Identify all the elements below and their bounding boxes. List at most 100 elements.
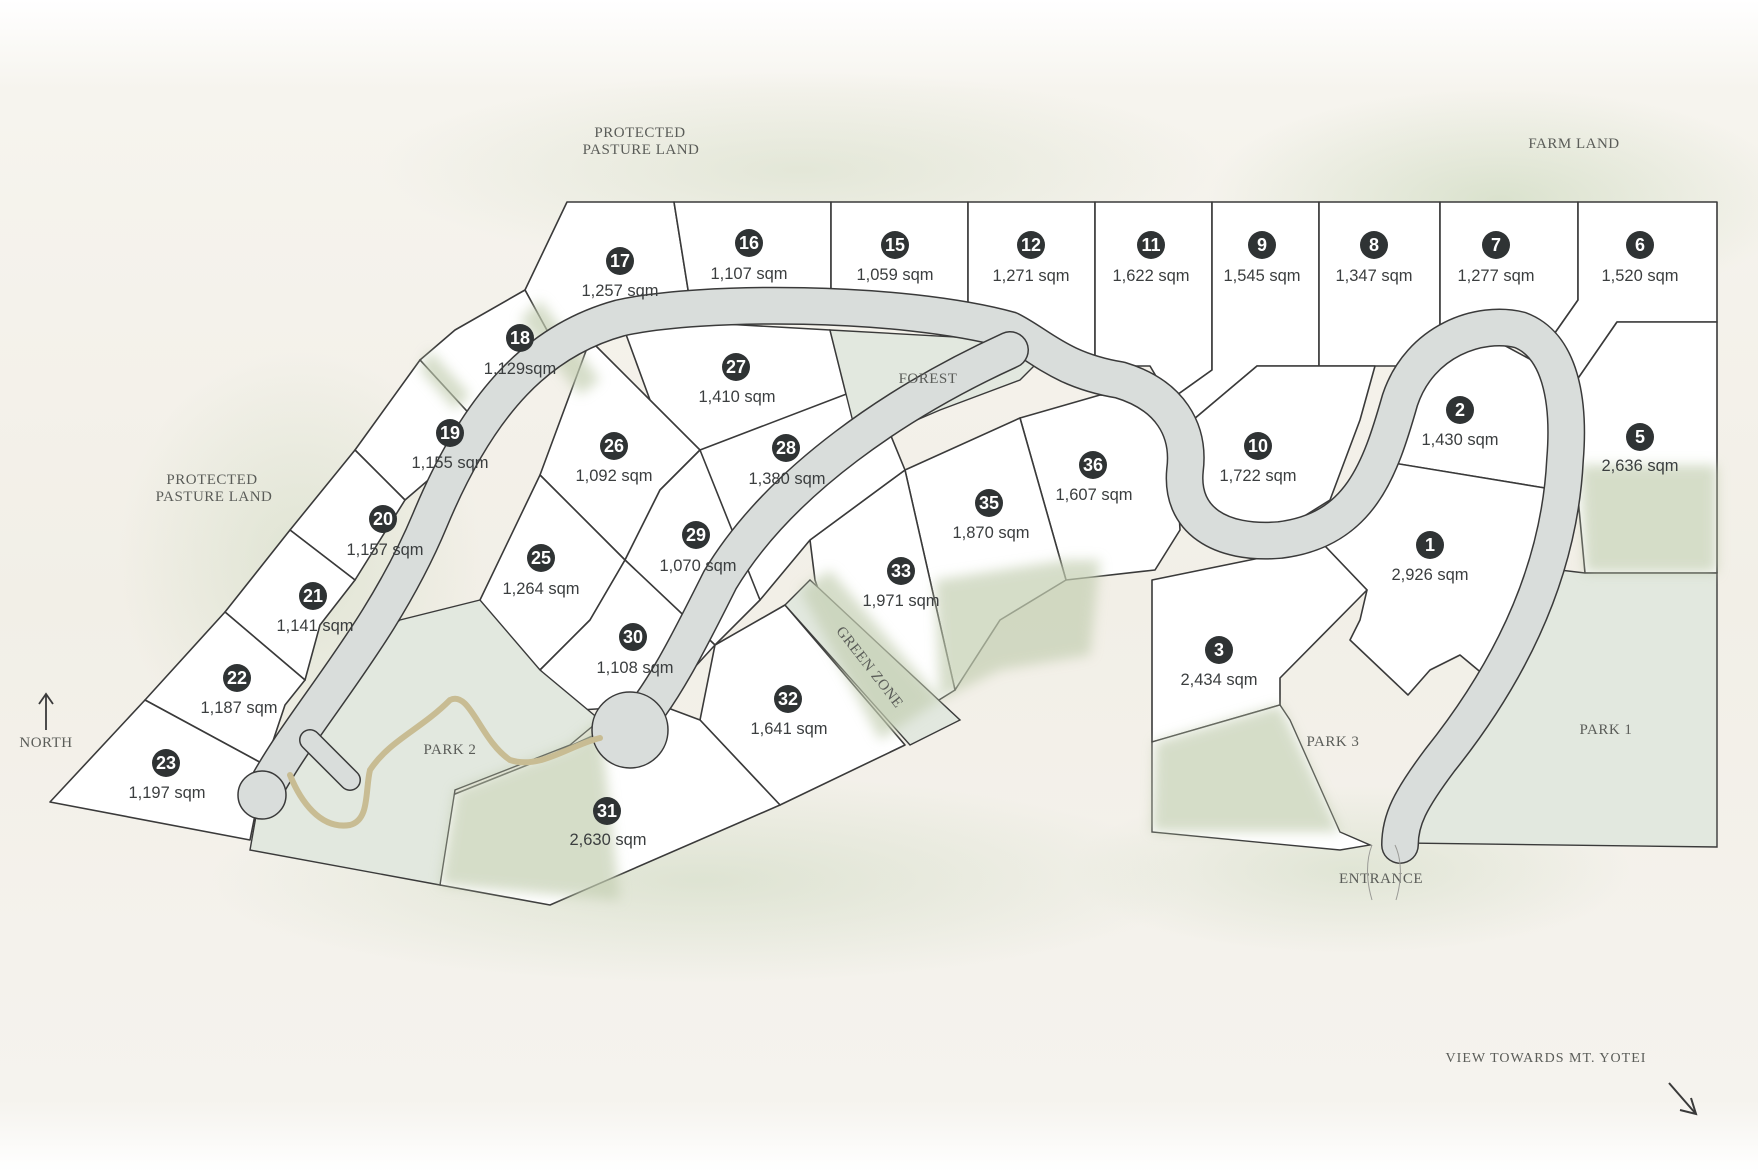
- protected-pasture-left-label: PROTECTED: [166, 472, 257, 488]
- view-direction-arrow-icon: [1668, 1082, 1698, 1116]
- svg-text:32: 32: [778, 689, 798, 709]
- svg-text:22: 22: [227, 668, 247, 688]
- svg-text:7: 7: [1491, 235, 1501, 255]
- svg-text:35: 35: [979, 493, 999, 513]
- farm-land-label: FARM LAND: [1528, 136, 1619, 152]
- svg-text:26: 26: [604, 436, 624, 456]
- svg-text:1,722 sqm: 1,722 sqm: [1219, 467, 1296, 485]
- svg-text:9: 9: [1257, 235, 1267, 255]
- svg-text:1,155 sqm: 1,155 sqm: [411, 454, 488, 472]
- lot-35[interactable]: 351,870 sqm: [952, 489, 1030, 542]
- svg-text:1,157 sqm: 1,157 sqm: [346, 541, 423, 559]
- svg-text:2,926 sqm: 2,926 sqm: [1391, 566, 1468, 584]
- roads[interactable]: [243, 286, 1586, 864]
- cul-de-sac-center[interactable]: [591, 691, 669, 769]
- svg-text:1,430 sqm: 1,430 sqm: [1421, 431, 1498, 449]
- lot-32[interactable]: 32 1,641 sqm: [750, 685, 828, 738]
- lot-7[interactable]: 71,277 sqm: [1457, 231, 1535, 285]
- svg-text:3: 3: [1214, 640, 1224, 660]
- protected-pasture-top-label-2: PASTURE LAND: [583, 142, 700, 158]
- lot-36[interactable]: 361,607 sqm: [1055, 451, 1133, 504]
- svg-text:23: 23: [156, 753, 176, 773]
- svg-text:1,622 sqm: 1,622 sqm: [1112, 267, 1189, 285]
- lot-boundaries: [49, 201, 1718, 906]
- protected-pasture-top-label: PROTECTED: [594, 125, 685, 141]
- lot-26[interactable]: 26 1,092 sqm: [575, 432, 653, 485]
- svg-text:1,257 sqm: 1,257 sqm: [581, 282, 658, 300]
- lot-20[interactable]: 20 1,157 sqm: [346, 505, 424, 559]
- lot-6[interactable]: 6 1,520 sqm: [1601, 231, 1679, 285]
- svg-text:12: 12: [1021, 235, 1041, 255]
- svg-text:2: 2: [1455, 400, 1465, 420]
- svg-text:1,197 sqm: 1,197 sqm: [128, 784, 205, 802]
- entrance-marker: [1367, 844, 1401, 901]
- svg-text:1,347 sqm: 1,347 sqm: [1335, 267, 1412, 285]
- svg-text:1,141 sqm: 1,141 sqm: [276, 617, 353, 635]
- cul-de-sac-west[interactable]: [237, 770, 287, 820]
- lot-30[interactable]: 301,108 sqm: [596, 623, 674, 677]
- lot-22-shape[interactable]: [144, 611, 306, 766]
- lot-28[interactable]: 281,380 sqm: [748, 434, 826, 488]
- lot-10[interactable]: 10 1,722 sqm: [1219, 432, 1297, 485]
- lot-12[interactable]: 121,271 sqm: [992, 231, 1070, 285]
- svg-text:28: 28: [776, 438, 796, 458]
- svg-text:1,410 sqm: 1,410 sqm: [698, 388, 775, 406]
- svg-text:30: 30: [623, 627, 643, 647]
- lot-33[interactable]: 33 1,971 sqm: [862, 557, 940, 610]
- svg-text:11: 11: [1141, 235, 1160, 255]
- svg-text:6: 6: [1635, 235, 1645, 255]
- lot-19[interactable]: 191,155 sqm: [411, 419, 489, 472]
- lot-11[interactable]: 11 1,622 sqm: [1112, 231, 1190, 285]
- svg-text:2,630 sqm: 2,630 sqm: [569, 831, 646, 849]
- lot-18[interactable]: 18 1,129sqm: [484, 324, 556, 378]
- lot-29[interactable]: 291,070 sqm: [659, 521, 737, 575]
- svg-text:1,070 sqm: 1,070 sqm: [659, 557, 736, 575]
- svg-text:1,059 sqm: 1,059 sqm: [856, 266, 933, 284]
- svg-text:1,607 sqm: 1,607 sqm: [1055, 486, 1132, 504]
- svg-text:21: 21: [303, 586, 323, 606]
- lot-25[interactable]: 251,264 sqm: [502, 544, 580, 598]
- lot-2[interactable]: 2 1,430 sqm: [1421, 396, 1499, 449]
- svg-text:1,129sqm: 1,129sqm: [484, 360, 556, 378]
- svg-text:1,971 sqm: 1,971 sqm: [862, 592, 939, 610]
- svg-text:2,434 sqm: 2,434 sqm: [1180, 671, 1257, 689]
- lot-8[interactable]: 8 1,347 sqm: [1335, 231, 1413, 285]
- svg-text:33: 33: [891, 561, 911, 581]
- svg-text:10: 10: [1248, 436, 1268, 456]
- lot-22[interactable]: 221,187 sqm: [200, 664, 278, 717]
- svg-text:1,545 sqm: 1,545 sqm: [1223, 267, 1300, 285]
- lot-5[interactable]: 52,636 sqm: [1601, 423, 1679, 475]
- lot-21[interactable]: 21 1,141 sqm: [276, 582, 354, 635]
- lot-16[interactable]: 161,107 sqm: [710, 229, 788, 283]
- svg-text:1,264 sqm: 1,264 sqm: [502, 580, 579, 598]
- lot-21-shape[interactable]: [224, 529, 356, 681]
- lot-1[interactable]: 1 2,926 sqm: [1391, 531, 1469, 584]
- lot-23[interactable]: 23 1,197 sqm: [128, 749, 206, 802]
- svg-text:15: 15: [885, 235, 905, 255]
- svg-text:8: 8: [1369, 235, 1379, 255]
- svg-text:1: 1: [1425, 535, 1435, 555]
- svg-text:20: 20: [373, 509, 393, 529]
- lot-17[interactable]: 17 1,257 sqm: [581, 247, 659, 300]
- park-3-label: PARK 3: [1307, 734, 1360, 750]
- lot-27[interactable]: 271,410 sqm: [698, 353, 776, 406]
- svg-text:18: 18: [510, 328, 530, 348]
- lot-31[interactable]: 31 2,630 sqm: [569, 797, 647, 849]
- svg-text:16: 16: [739, 233, 759, 253]
- svg-text:5: 5: [1635, 427, 1645, 447]
- svg-text:1,641 sqm: 1,641 sqm: [750, 720, 827, 738]
- svg-text:1,520 sqm: 1,520 sqm: [1601, 267, 1678, 285]
- park-2-trail: [287, 695, 603, 829]
- park-1-label: PARK 1: [1580, 722, 1633, 738]
- svg-text:17: 17: [610, 251, 630, 271]
- lot-32-shape[interactable]: [699, 604, 906, 806]
- lot-15[interactable]: 15 1,059 sqm: [856, 231, 934, 284]
- area-labels: PROTECTED PASTURE LAND PROTECTED PASTURE…: [19, 125, 1645, 1066]
- vegetation: [420, 300, 1717, 900]
- svg-text:31: 31: [597, 801, 617, 821]
- lot-3[interactable]: 3 2,434 sqm: [1180, 636, 1258, 689]
- svg-text:1,092 sqm: 1,092 sqm: [575, 467, 652, 485]
- lot-20-shape[interactable]: [289, 449, 406, 581]
- lot-9[interactable]: 9 1,545 sqm: [1223, 231, 1301, 285]
